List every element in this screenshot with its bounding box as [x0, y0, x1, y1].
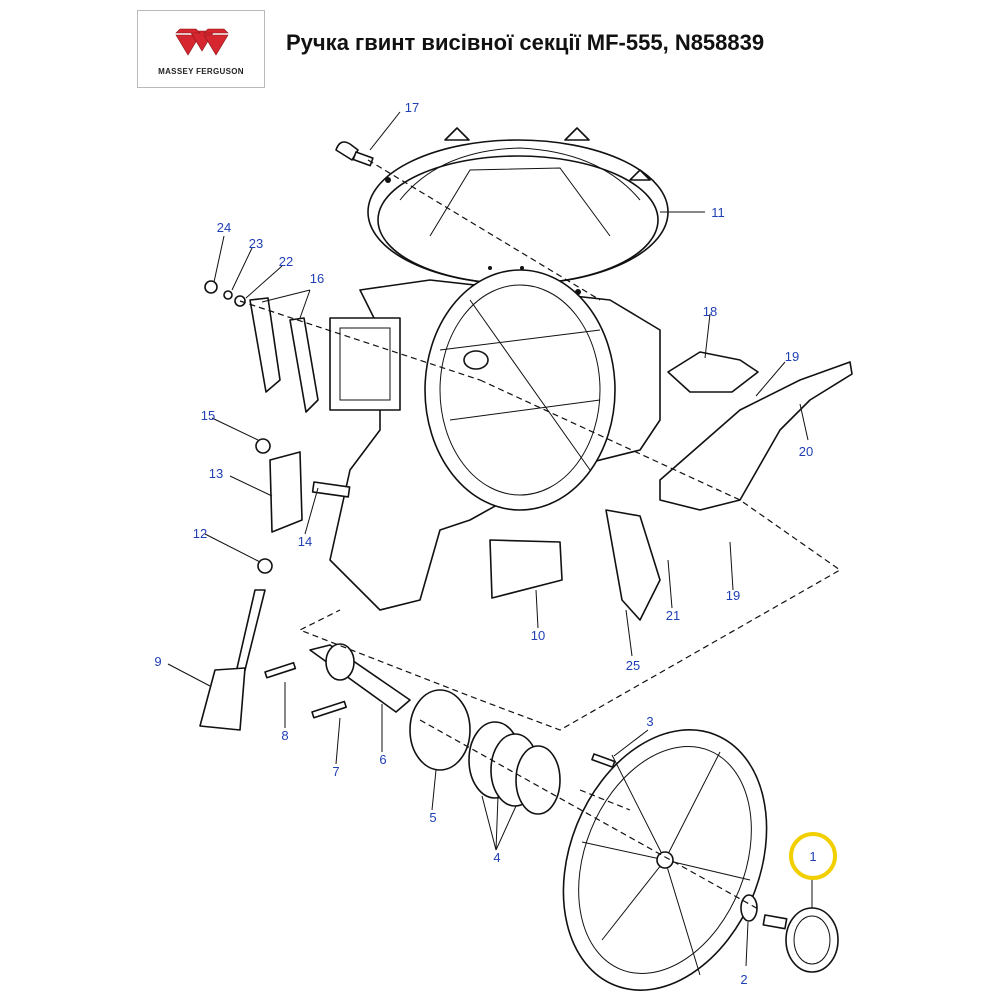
seed-discs — [409, 689, 561, 815]
mounting-bracket — [489, 539, 563, 599]
callout-14[interactable]: 14 — [298, 534, 312, 549]
callout-labels: 1 2 3 4 5 6 7 8 9 10 11 12 13 14 15 16 1… — [154, 100, 816, 987]
callout-5[interactable]: 5 — [429, 810, 436, 825]
wing-bolt — [335, 141, 374, 167]
callout-4[interactable]: 4 — [493, 850, 500, 865]
callout-18[interactable]: 18 — [703, 304, 717, 319]
gasket-plates — [249, 297, 319, 413]
brand-logo: MASSEY FERGUSON — [137, 10, 265, 88]
washer-nut-stack — [204, 280, 246, 307]
callout-6[interactable]: 6 — [379, 752, 386, 767]
leader-lines — [167, 111, 813, 967]
page-title: Ручка гвинт висівної секції MF-555, N858… — [286, 30, 765, 55]
threaded-rod-assembly — [199, 558, 273, 731]
callout-24[interactable]: 24 — [217, 220, 231, 235]
drive-wheel — [562, 729, 768, 991]
callout-19-lower[interactable]: 19 — [726, 588, 740, 603]
callout-17[interactable]: 17 — [405, 100, 419, 115]
knob-screw[interactable] — [762, 907, 839, 973]
callout-16[interactable]: 16 — [310, 271, 324, 286]
callout-10[interactable]: 10 — [531, 628, 545, 643]
callout-22[interactable]: 22 — [279, 254, 293, 269]
callout-8[interactable]: 8 — [281, 728, 288, 743]
callout-25[interactable]: 25 — [626, 658, 640, 673]
massey-ferguson-triple-triangle-icon — [175, 28, 229, 56]
latch-bracket — [667, 351, 759, 393]
callout-20[interactable]: 20 — [799, 444, 813, 459]
callout-3[interactable]: 3 — [646, 714, 653, 729]
callout-1[interactable]: 1 — [809, 849, 816, 864]
drive-shaft — [264, 643, 411, 719]
callout-12[interactable]: 12 — [193, 526, 207, 541]
callout-11[interactable]: 11 — [711, 205, 725, 220]
callout-7[interactable]: 7 — [332, 764, 339, 779]
callout-21[interactable]: 21 — [666, 608, 680, 623]
callout-2[interactable]: 2 — [740, 972, 747, 987]
callout-9[interactable]: 9 — [154, 654, 161, 669]
logo-wordmark: MASSEY FERGUSON — [158, 67, 244, 76]
callout-23[interactable]: 23 — [249, 236, 263, 251]
callout-19-upper[interactable]: 19 — [785, 349, 799, 364]
adjustment-lever — [659, 361, 853, 511]
highlight-ring — [789, 832, 837, 880]
metering-housing — [329, 269, 661, 611]
pivot-bracket — [255, 438, 351, 533]
assembly-lines — [239, 159, 842, 911]
roll-pin — [591, 753, 616, 768]
brush-strip — [605, 509, 661, 621]
washer — [740, 894, 758, 922]
callout-15[interactable]: 15 — [201, 408, 215, 423]
callout-13[interactable]: 13 — [209, 466, 223, 481]
